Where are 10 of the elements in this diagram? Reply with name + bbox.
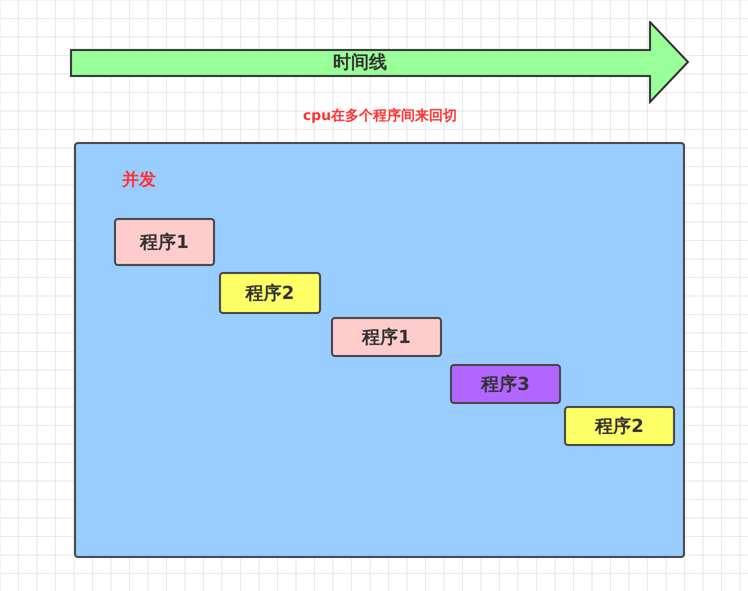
program-box: 程序1: [114, 218, 215, 266]
program-box: 程序1: [331, 317, 442, 357]
program-box: 程序2: [219, 272, 321, 314]
timeline-arrow: [70, 21, 690, 104]
panel-heading: 并发: [122, 169, 156, 191]
note-text: cpu在多个程序间来回切: [302, 107, 458, 125]
concurrency-panel: [74, 142, 685, 558]
timeline-label: 时间线: [332, 51, 388, 75]
program-box: 程序2: [564, 406, 675, 446]
program-box: 程序3: [450, 364, 561, 404]
